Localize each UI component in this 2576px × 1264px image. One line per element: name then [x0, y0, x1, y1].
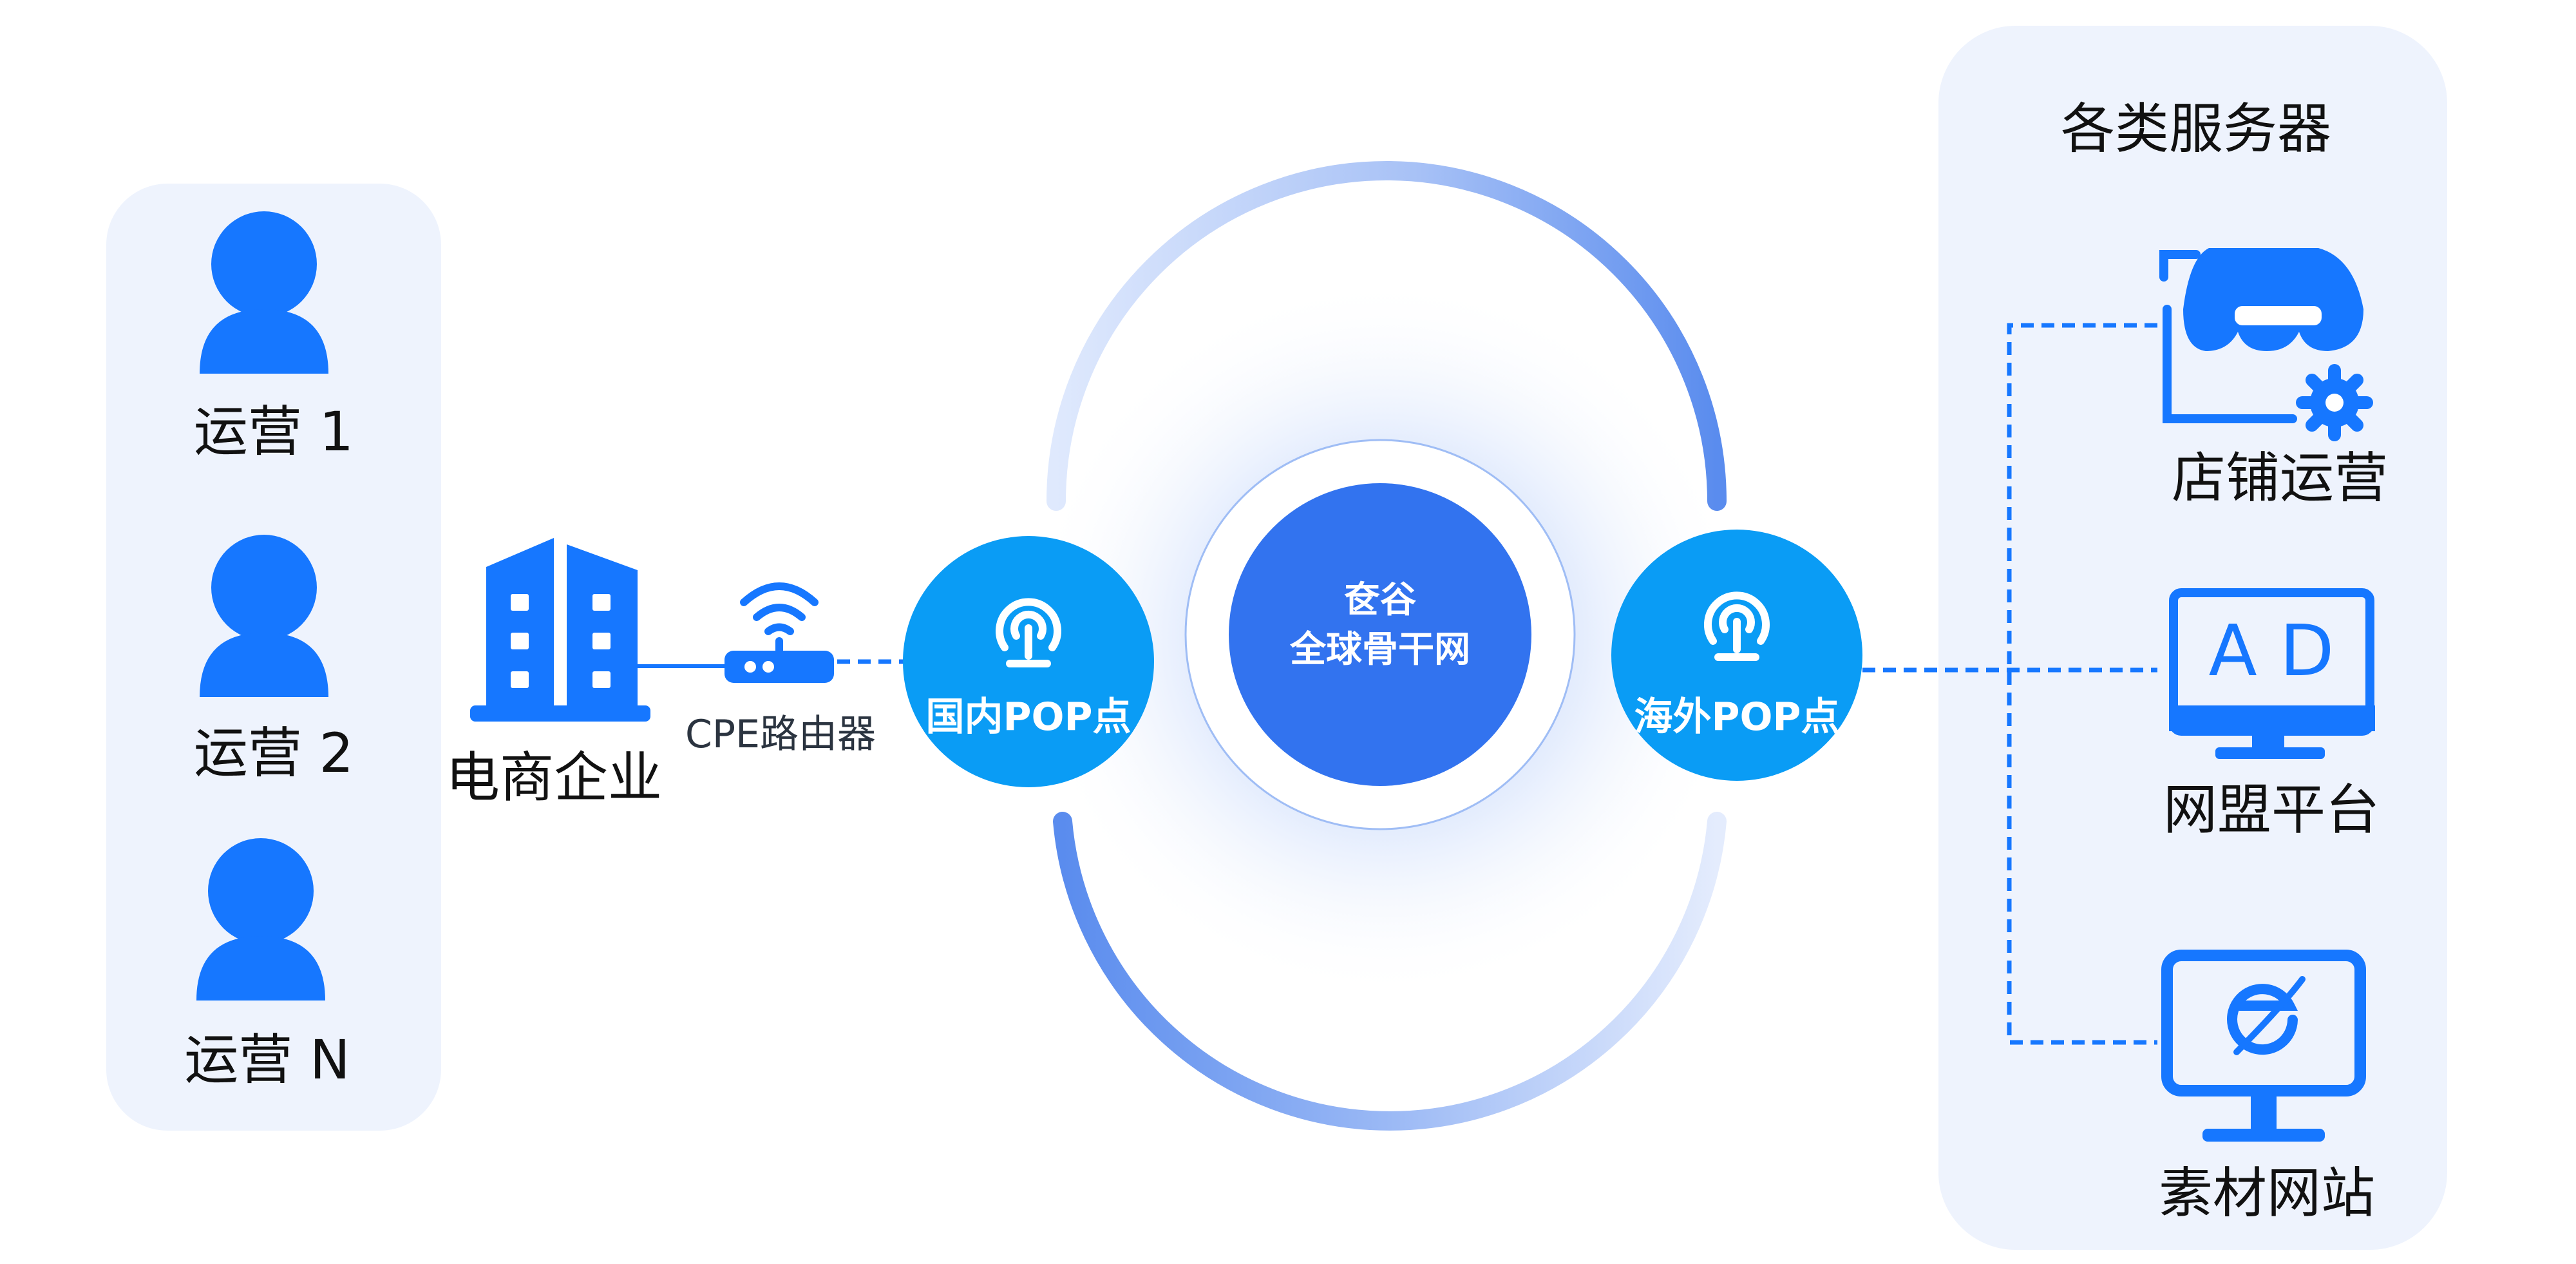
router-icon	[724, 582, 834, 683]
enterprise-label: 电商企业	[445, 746, 663, 809]
user-icon	[200, 211, 328, 374]
backbone-ring-top	[1046, 161, 1727, 511]
core-label-line1: 奁谷	[1344, 579, 1416, 621]
pop-overseas-label: 海外POP点	[1634, 694, 1840, 740]
service-label: 网盟平台	[2163, 778, 2380, 841]
ad-badge-text: A D	[2208, 609, 2334, 692]
router-label: CPE路由器	[685, 712, 876, 757]
ad-monitor-icon	[2169, 588, 2375, 759]
user-label: 运营 2	[193, 722, 354, 785]
service-label: 素材网站	[2158, 1162, 2376, 1225]
pop-domestic-label: 国内POP点	[925, 694, 1132, 740]
user-label: 运营 1	[193, 400, 354, 463]
backbone-ring-bottom	[1053, 812, 1727, 1131]
server-connectors	[1862, 323, 2157, 1045]
browser-monitor-icon	[2161, 950, 2366, 1142]
core-label-line2: 全球骨干网	[1290, 629, 1470, 671]
core-node	[1229, 483, 1531, 786]
service-label: 店铺运营	[2171, 446, 2389, 510]
antenna-icon	[996, 598, 1061, 667]
building-icon	[470, 538, 650, 722]
antenna-icon	[1704, 591, 1770, 661]
user-icon	[200, 535, 328, 697]
servers-title: 各类服务器	[2060, 97, 2332, 160]
user-label: 运营 N	[184, 1028, 350, 1091]
user-icon	[196, 838, 325, 1001]
store-settings-icon	[2159, 248, 2373, 441]
